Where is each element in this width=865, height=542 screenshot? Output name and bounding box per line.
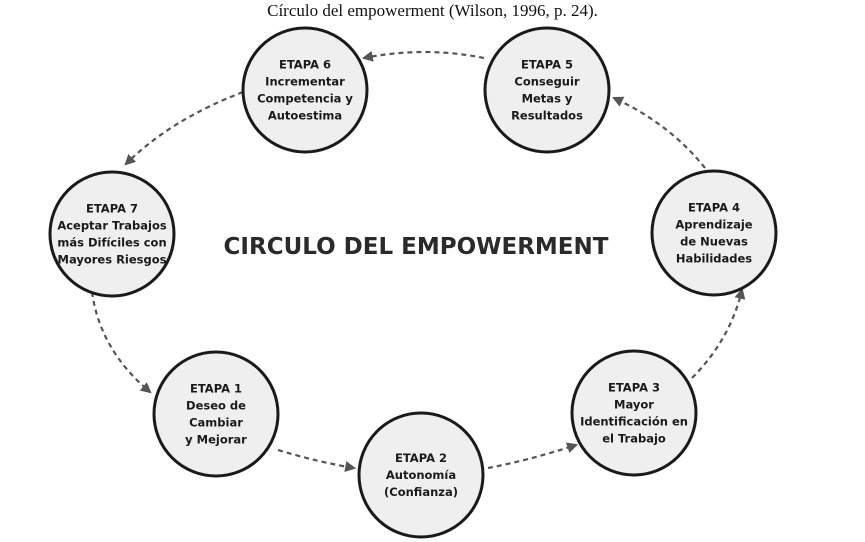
stage-3-label-line: Identificación en xyxy=(580,415,688,429)
stage-7-label-line: más Difíciles con xyxy=(57,236,166,250)
stage-7-label-line: Aceptar Trabajos xyxy=(57,219,167,233)
stage-2-label-line: Autonomía xyxy=(386,468,456,482)
connector-arrow-3 xyxy=(691,287,746,379)
stage-4-circle xyxy=(650,169,778,297)
stage-1-label-line: y Mejorar xyxy=(185,433,247,447)
stage-5-heading: ETAPA 5 xyxy=(521,58,573,72)
stage-3-heading: ETAPA 3 xyxy=(608,381,660,395)
stage-3-label-line: Mayor xyxy=(614,398,654,412)
stage-1-circle xyxy=(152,350,280,478)
connector-arrow-2 xyxy=(487,442,579,470)
stage-7-circle xyxy=(48,170,176,298)
stage-2-circle xyxy=(357,411,485,539)
connector-arrow-7 xyxy=(90,291,152,394)
stage-6-circle xyxy=(241,26,369,154)
stage-7-heading: ETAPA 7 xyxy=(86,202,138,216)
stage-1-label-line: Cambiar xyxy=(189,416,243,430)
stage-6-label-line: Competencia y xyxy=(257,92,353,106)
stage-5-label-line: Metas y xyxy=(522,92,573,106)
stage-7-node: ETAPA 7 Aceptar Trabajos más Difíciles con… xyxy=(48,170,176,298)
stage-1-heading: ETAPA 1 xyxy=(190,382,242,396)
connector-arrow-5 xyxy=(361,50,485,62)
connector-arrow-1 xyxy=(277,448,357,472)
stage-4-label-line: Habilidades xyxy=(676,252,752,266)
stage-2-node: ETAPA 2 Autonomía (Confianza) xyxy=(357,411,485,539)
stage-1-node: ETAPA 1 Deseo de Cambiar y Mejorar xyxy=(152,350,280,478)
stage-3-circle xyxy=(570,349,698,477)
connector-arrow-6 xyxy=(124,90,244,166)
stage-5-label-line: Conseguir xyxy=(514,75,580,89)
diagram-title: CIRCULO DEL EMPOWERMENT xyxy=(224,234,609,260)
stage-4-label-line: Aprendizaje xyxy=(675,218,752,232)
connector-arrows xyxy=(90,50,746,472)
stage-1-label-line: Deseo de xyxy=(186,399,246,413)
stage-4-heading: ETAPA 4 xyxy=(688,201,740,215)
stage-2-label-line: (Confianza) xyxy=(384,485,458,499)
figure-caption: Círculo del empowerment (Wilson, 1996, p… xyxy=(267,1,598,20)
stage-4-label-line: de Nuevas xyxy=(680,235,748,249)
stage-2-heading: ETAPA 2 xyxy=(395,451,447,465)
stage-7-label-line: Mayores Riesgos xyxy=(58,253,167,267)
stage-3-label-line: el Trabajo xyxy=(602,432,666,446)
stage-6-label-line: Autoestima xyxy=(268,109,342,123)
stage-5-label-line: Resultados xyxy=(511,109,583,123)
connector-arrow-4 xyxy=(612,96,706,169)
stage-5-circle xyxy=(483,26,611,154)
stage-6-label-line: Incrementar xyxy=(265,75,345,89)
stage-6-heading: ETAPA 6 xyxy=(279,58,331,72)
